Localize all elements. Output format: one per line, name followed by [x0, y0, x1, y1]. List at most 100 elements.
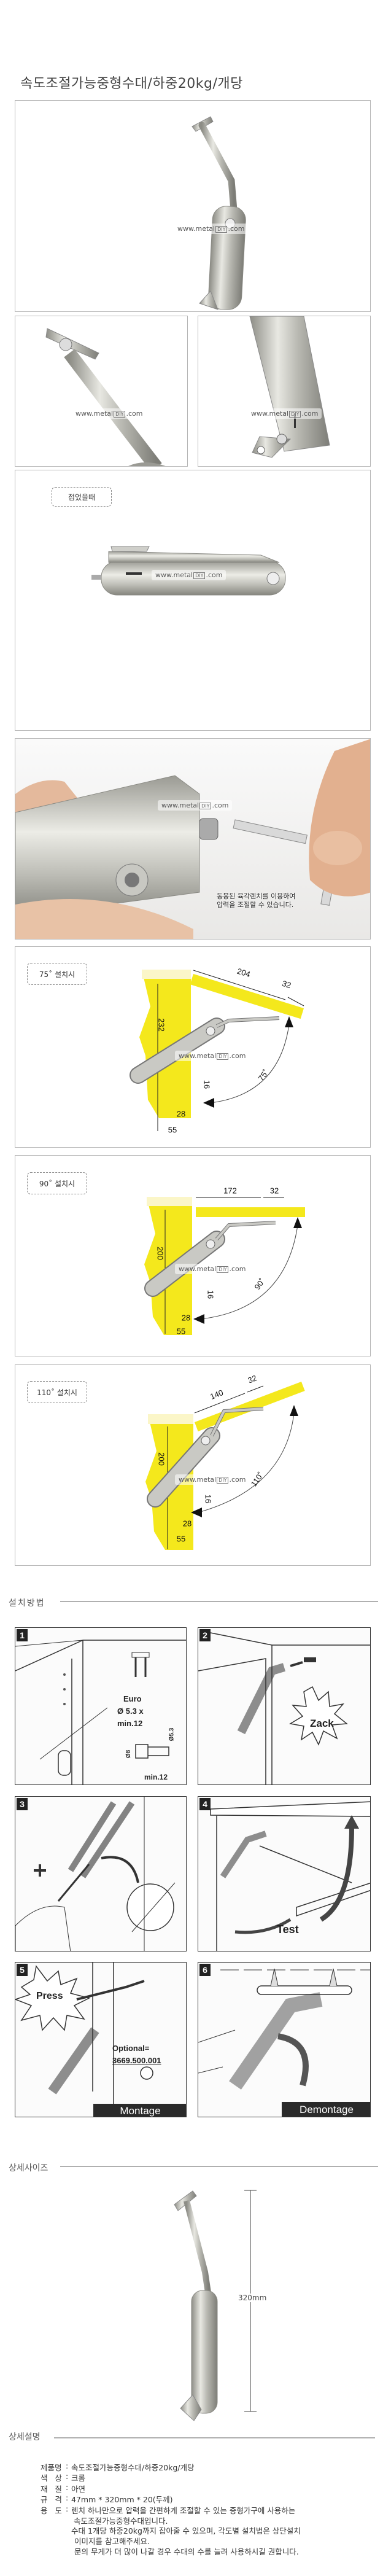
watermark-logo: DIY — [217, 1477, 229, 1484]
caption-line: 동봉된 육각렌치를 이용하여 — [217, 892, 296, 900]
diagram-110-degree: 110˚ 설치시 140 32 200 16 28 55 110˚ www.me… — [15, 1364, 371, 1566]
step-text: min.12 — [144, 1773, 168, 1781]
watermark-suffix: .com — [212, 801, 229, 809]
spec-description-line: 문의 무게가 더 많이 나갈 경우 수대의 수를 늘려 사용하시길 권합니다. — [74, 2547, 299, 2556]
watermark-prefix: www.metal — [179, 1265, 217, 1273]
arrow-up-icon — [290, 1405, 298, 1416]
dimension-line — [287, 997, 304, 1006]
dim-inner: 28 — [176, 1109, 186, 1119]
watermark-suffix: .com — [229, 1476, 246, 1484]
step-text: 3669.500.001 — [112, 2056, 161, 2065]
spec-colon: : — [66, 2472, 69, 2481]
opening-arc — [200, 1224, 298, 1320]
step-text: Optional= — [112, 2044, 150, 2053]
dimension-line — [193, 970, 286, 1000]
folded-label: 접었을때 — [52, 487, 112, 507]
spec-colon: : — [66, 2493, 69, 2502]
step-number: 2 — [199, 1629, 211, 1641]
step-text: Ø 5.3 x — [117, 1706, 144, 1716]
step-number: 5 — [17, 1964, 28, 1976]
watermark-logo: DIY — [215, 226, 228, 233]
step-text: Euro — [123, 1694, 142, 1703]
dim-outer: 55 — [176, 1326, 186, 1336]
watermark-logo: DIY — [217, 1053, 229, 1060]
step-3-illustration — [15, 1797, 176, 1951]
diagram-label: 75˚ 설치시 — [27, 963, 87, 985]
watermark-prefix: www.metal — [179, 1052, 217, 1060]
watermark-prefix: www.metal — [177, 225, 215, 233]
opening-arc — [210, 1024, 290, 1103]
product-title: 속도조절가능중형수대/하중20kg/개당 — [20, 76, 243, 91]
arrow-up-icon — [285, 1016, 293, 1027]
spec-colon: : — [66, 2483, 69, 2492]
opening-arc — [198, 1412, 295, 1513]
dim-lid-short: 32 — [269, 1186, 279, 1196]
watermark-suffix: .com — [126, 410, 143, 418]
dim-height: 200 — [157, 1452, 166, 1466]
diagram-90-degree: 90˚ 설치시 172 32 200 16 28 55 90˚ www.meta… — [15, 1155, 371, 1356]
cabinet-top — [148, 1414, 193, 1424]
section-divider — [54, 2437, 375, 2438]
step-number: 4 — [199, 1798, 211, 1810]
watermark-logo: DIY — [193, 572, 206, 579]
spec-value: 렌치 하나만으로 압력을 간편하게 조절할 수 있는 중형가구에 사용하는 — [71, 2506, 296, 2515]
section-divider — [60, 1601, 378, 1602]
spec-colon: : — [66, 2504, 69, 2513]
step-text: min.12 — [117, 1719, 143, 1728]
dim-outer: 55 — [168, 1125, 177, 1135]
step-text: Ø5.3 — [168, 1727, 176, 1741]
watermark-logo: DIY — [114, 411, 126, 418]
step-number: 6 — [199, 1964, 211, 1976]
spec-description-line: 이미지를 참고해주세요. — [74, 2537, 150, 2546]
spec-value: 속도조절가능중형수대/하중20kg/개당 — [71, 2463, 195, 2472]
install-step-2: 2 Zack — [198, 1627, 371, 1785]
montage-label: Montage — [93, 2104, 186, 2117]
step-1-illustration — [15, 1640, 186, 1784]
watermark-suffix: .com — [301, 410, 319, 418]
step-text: Test — [277, 1923, 299, 1936]
spec-value: 아연 — [71, 2485, 86, 2494]
arrow-left-icon — [193, 1314, 204, 1324]
dimension-line — [194, 1393, 246, 1414]
watermark-logo: DIY — [199, 803, 212, 809]
caption-line: 압력을 조절할 수 있습니다. — [217, 901, 294, 909]
dim-inner: 28 — [181, 1313, 191, 1323]
cabinet-lid — [190, 974, 304, 1019]
install-step-1: 1 Euro Ø 5.3 x min.12 Ø8 Ø5.3 min.12 — [15, 1627, 187, 1785]
arrow-left-icon — [191, 1508, 202, 1517]
dim-height: 232 — [157, 1018, 166, 1032]
dim-offset: 16 — [203, 1494, 213, 1504]
hinge-arm-inner — [215, 1221, 276, 1240]
diagram-75-degree: 75˚ 설치시 204 32 232 16 28 55 75˚ www.meta… — [15, 946, 371, 1148]
watermark-prefix: www.metal — [251, 410, 289, 418]
dim-outer: 55 — [176, 1534, 186, 1544]
step-number: 3 — [17, 1798, 28, 1810]
step-text: Press — [36, 1991, 63, 2001]
watermark-suffix: .com — [229, 1265, 246, 1273]
dimension-line — [247, 1385, 264, 1393]
section-heading-details: 상세설명 — [9, 2432, 41, 2442]
step-4-illustration — [210, 1801, 370, 1951]
wrench-caption: 동봉된 육각렌치를 이용하여 압력을 조절할 수 있습니다. — [217, 892, 295, 909]
cabinet-top — [147, 1197, 192, 1206]
hinge-body — [148, 1428, 219, 1506]
watermark-prefix: www.metal — [179, 1476, 217, 1484]
cabinet-side — [139, 970, 191, 1118]
watermark-suffix: .com — [206, 571, 223, 579]
spec-label: 색 상 — [41, 2473, 62, 2483]
hinge-pivot — [206, 1026, 215, 1036]
watermark-prefix: www.metal — [155, 571, 193, 579]
watermark-suffix: .com — [228, 225, 245, 233]
spec-description-line: 속도조절가능중형수대입니다. — [74, 2516, 168, 2526]
spec-value: 크롬 — [71, 2473, 86, 2483]
